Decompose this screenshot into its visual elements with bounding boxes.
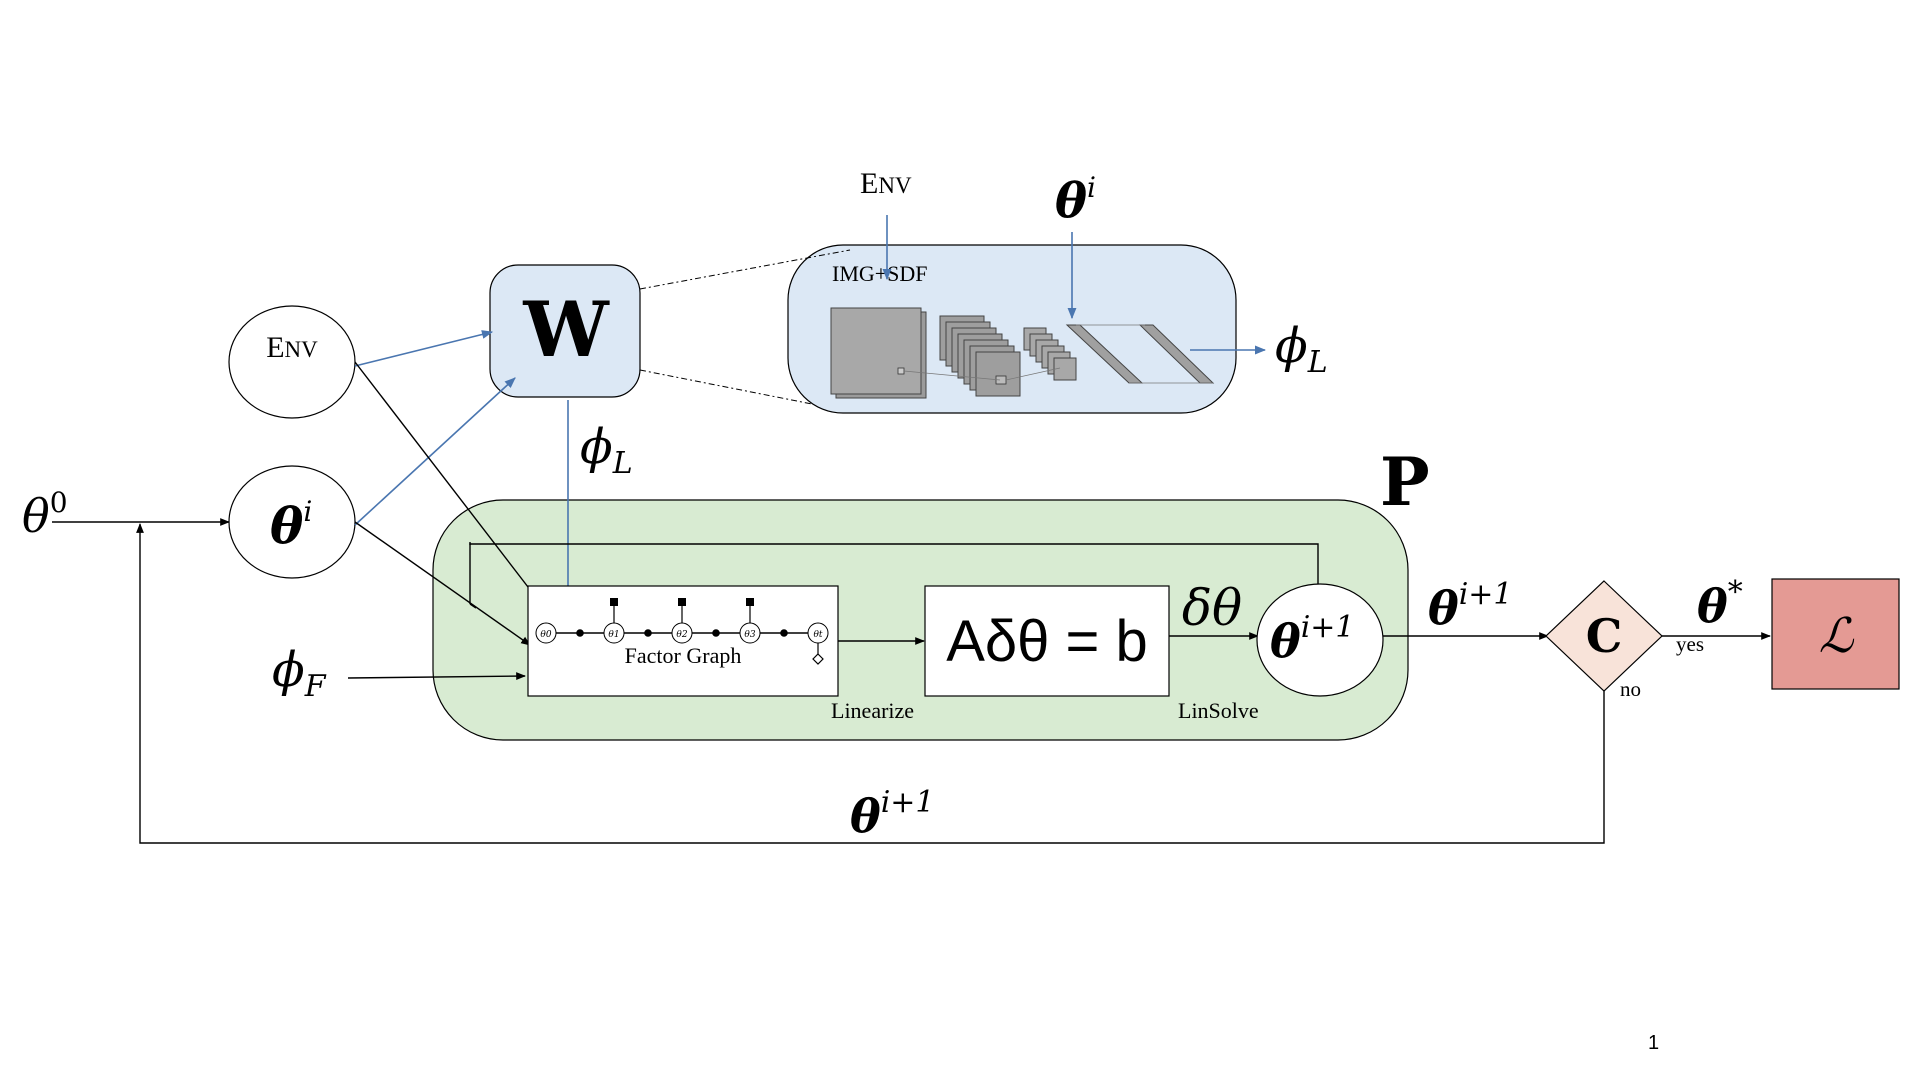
factor-graph-variable-label: θt: [813, 630, 822, 640]
linearize-label: Linearize: [831, 698, 914, 723]
factor-graph-variable-node: [671, 622, 693, 644]
factor-graph-variable-label: θ3: [744, 630, 755, 640]
phi-f-arrow: [347, 672, 526, 681]
inner-feedback-loop: [469, 543, 1319, 604]
factor-graph-variable-label: θ2: [676, 630, 687, 640]
factor-graph-nodes: θ0 θ1 θ2 θ3 θt: [535, 622, 829, 644]
theta-next-node-label: θi+1: [1270, 610, 1355, 668]
w-block-label: W: [522, 285, 610, 374]
zoom-line-bottom: [639, 369, 813, 405]
theta-0-label: θ0: [22, 486, 68, 543]
loss-box: [1771, 578, 1900, 690]
phi-f-label: ϕF: [272, 642, 327, 704]
zoom-line-top: [639, 249, 851, 290]
no-label: no: [1620, 677, 1641, 701]
img-sdf-label: IMG+SDF: [832, 261, 928, 286]
factor-graph-variable-node: [603, 622, 625, 644]
equation-label: Aδθ = b: [946, 609, 1148, 674]
delta-theta-label: δθ: [1182, 579, 1242, 637]
theta-i-top-label: θi: [1055, 171, 1096, 229]
factor-graph-label: Factor Graph: [625, 643, 742, 668]
cnn-layers-illustration: [830, 307, 1215, 399]
linsolve-label: LinSolve: [1178, 698, 1259, 723]
factor-graph-variable-label: θ0: [540, 630, 551, 640]
env-node: [228, 305, 356, 419]
yes-label: yes: [1676, 632, 1704, 656]
theta-next-out-label: θi+1: [1428, 577, 1513, 635]
phi-l-label: ϕL: [580, 419, 633, 481]
theta-i-to-w-arrow: [354, 377, 516, 526]
theta-next-feedback-label: θi+1: [850, 785, 935, 843]
env-to-factor-graph-arrow: [354, 361, 539, 601]
equation-box: [924, 585, 1170, 697]
theta-star-label: θ*: [1697, 575, 1743, 633]
theta-next-node: [1256, 583, 1384, 697]
outer-feedback-loop: [136, 523, 1605, 844]
phi-l-output-label: ϕL: [1275, 318, 1328, 380]
env-top-label: ENV: [860, 167, 912, 200]
inner-feedback-drop: [469, 603, 477, 609]
factor-graph-variable-node: [739, 622, 761, 644]
factor-graph-variable-node: [535, 622, 557, 644]
factor-graph-variable-node: [807, 622, 829, 644]
factor-graph-variable-label: θ1: [608, 630, 619, 640]
c-decision-label: C: [1586, 609, 1623, 663]
env-node-label: ENV: [266, 331, 318, 364]
env-to-w-arrow: [354, 330, 494, 367]
p-block-label: P: [1380, 443, 1430, 521]
theta-i-to-factor-graph-arrow: [354, 521, 531, 646]
page-number: 1: [1648, 1032, 1659, 1054]
loss-label: ℒ: [1819, 608, 1855, 664]
theta-i-node-label: θi: [270, 495, 312, 555]
